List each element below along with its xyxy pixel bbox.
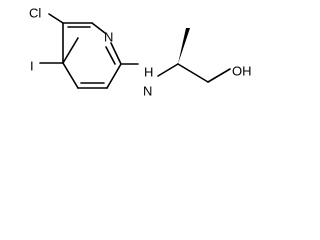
stereo-wedge-bond: [178, 28, 190, 64]
atom-hydroxyl: OH: [232, 64, 252, 79]
bond-c-cl: [48, 13, 64, 24]
bond-c2-c3: [106, 63, 122, 89]
atom-amine-h: H: [144, 65, 153, 80]
bond-c4a-c5-fix: [62, 37, 79, 64]
bond-n1-c2: [110, 42, 122, 65]
atom-iodine: I: [30, 59, 34, 74]
atom-amine-n: N: [143, 84, 152, 99]
atom-ring-nitrogen: N: [104, 30, 113, 45]
atom-chlorine: Cl: [29, 6, 41, 21]
pyridine-ring: [62, 22, 122, 89]
bond-n1-c2-inner: [105, 46, 116, 65]
chemical-structure: Cl I N H N OH: [29, 6, 252, 99]
bond-ch-ch2: [177, 63, 209, 83]
bond-c6-n1: [91, 22, 106, 34]
bond-ch2-oh: [207, 68, 231, 83]
bond-c4-c5: [62, 62, 79, 89]
bond-nh-ch: [157, 63, 179, 77]
